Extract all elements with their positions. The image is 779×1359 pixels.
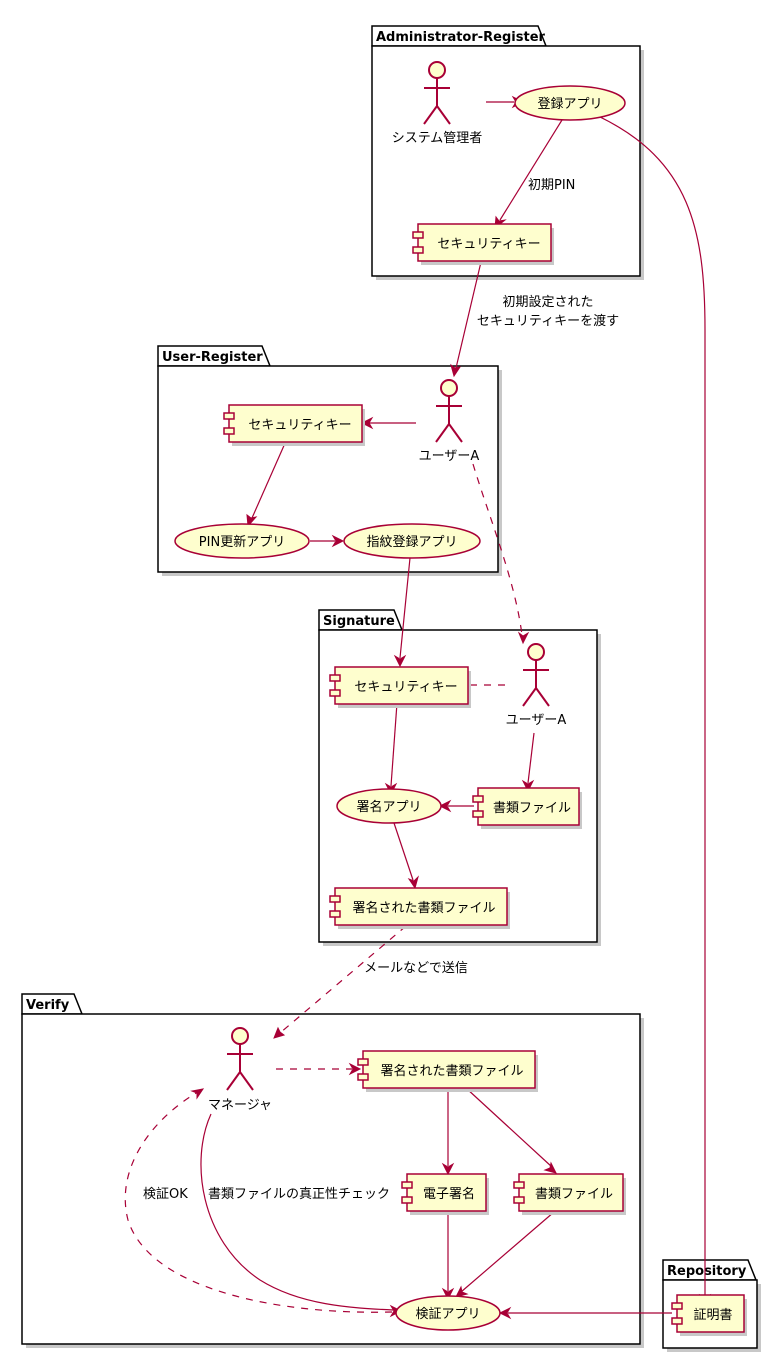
arrowhead — [246, 513, 258, 528]
usecase-pin-app: PIN更新アプリ — [174, 523, 310, 559]
package-title: Signature — [323, 614, 395, 629]
edge-doc-verify — [460, 1211, 555, 1293]
actor-userA-register: ユーザーA — [419, 379, 480, 464]
edge-label: 初期設定された — [502, 294, 593, 310]
arrowhead — [498, 1306, 512, 1320]
usecase-finger-app: 指紋登録アプリ — [343, 523, 481, 559]
usecase-label: 署名アプリ — [356, 799, 421, 815]
arrowhead — [521, 779, 535, 793]
actor-userA-signature: ユーザーA — [506, 643, 567, 728]
component-doc-signature: 書類ファイル — [472, 787, 582, 829]
edge-handover — [455, 261, 482, 369]
package-title: Administrator-Register — [376, 30, 546, 45]
edge-label: 書類ファイルの真正性チェック — [208, 1187, 390, 1202]
arrowhead — [455, 1285, 469, 1298]
component-label: 電子署名 — [423, 1186, 475, 1202]
component-cert: 証明書 — [671, 1294, 747, 1336]
actor-label: ユーザーA — [506, 713, 567, 728]
package-title: Repository — [667, 1264, 747, 1279]
actor-label: システム管理者 — [392, 131, 483, 146]
edge-manager-verify — [200, 1113, 394, 1311]
component-seckey-signature: セキュリティキー — [329, 666, 471, 708]
edge-label: メールなどで送信 — [364, 961, 468, 976]
component-label: 証明書 — [693, 1308, 732, 1323]
component-seckey-admin: セキュリティキー — [412, 223, 554, 265]
component-label: セキュリティキー — [248, 418, 351, 433]
edge-userA-userA — [472, 463, 523, 636]
component-doc-verify: 書類ファイル — [513, 1173, 626, 1215]
edge-register-seckey — [499, 119, 563, 221]
component-label: 書類ファイル — [493, 801, 571, 816]
component-label: 署名された書類ファイル — [380, 1063, 523, 1079]
arrowhead — [407, 875, 419, 890]
edge-register-cert — [597, 115, 706, 1296]
arrowhead — [517, 631, 530, 645]
usecase-label: 登録アプリ — [537, 97, 602, 112]
edge-signed-doc — [465, 1087, 553, 1168]
component-seckey-user: セキュリティキー — [223, 404, 365, 446]
arrowhead — [450, 363, 462, 378]
edge-label: 初期PIN — [528, 178, 575, 193]
usecase-verify-app: 検証アプリ — [395, 1295, 501, 1331]
arrowhead — [393, 654, 407, 668]
component-esign: 電子署名 — [401, 1173, 489, 1215]
actor-label: マネージャ — [208, 1098, 272, 1113]
arrowhead — [348, 1062, 362, 1076]
actor-sysadmin: システム管理者 — [392, 61, 483, 146]
component-label: セキュリティキー — [437, 237, 540, 252]
package-title: Verify — [26, 998, 70, 1013]
component-label: セキュリティキー — [354, 680, 457, 695]
component-signed-doc-verify: 署名された書類ファイル — [357, 1050, 538, 1092]
component-label: 署名された書類ファイル — [352, 900, 495, 916]
edge-userA-doc — [527, 732, 535, 784]
arrowhead — [441, 1287, 455, 1301]
edge-seckey-pin — [251, 440, 287, 519]
edge-label: 検証OK — [143, 1187, 188, 1202]
usecase-label: 指紋登録アプリ — [366, 535, 457, 550]
arrowhead — [438, 799, 452, 813]
actor-manager: マネージャ — [208, 1027, 272, 1113]
edges — [124, 95, 712, 1320]
edge-finger-seckey — [399, 557, 411, 659]
arrowhead — [543, 1161, 557, 1174]
usecase-register-app: 登録アプリ — [514, 85, 626, 121]
usecase-label: PIN更新アプリ — [199, 534, 285, 550]
actor-label: ユーザーA — [419, 449, 480, 464]
edge-label: セキュリティキーを渡す — [477, 313, 619, 329]
usecase-label: 検証アプリ — [415, 1307, 480, 1322]
edge-seckey-sign — [390, 702, 398, 787]
arrowhead — [273, 1026, 286, 1039]
arrowhead — [190, 1088, 205, 1100]
arrowhead — [441, 1162, 455, 1176]
arrowhead — [360, 416, 374, 430]
component-signed-doc-signature: 署名された書類ファイル — [329, 887, 510, 929]
package-title: User-Register — [162, 350, 263, 365]
usecase-sign-app: 署名アプリ — [336, 788, 442, 824]
edge-sign-signed — [393, 822, 414, 881]
component-label: 書類ファイル — [535, 1187, 613, 1202]
arrowhead — [331, 534, 345, 548]
